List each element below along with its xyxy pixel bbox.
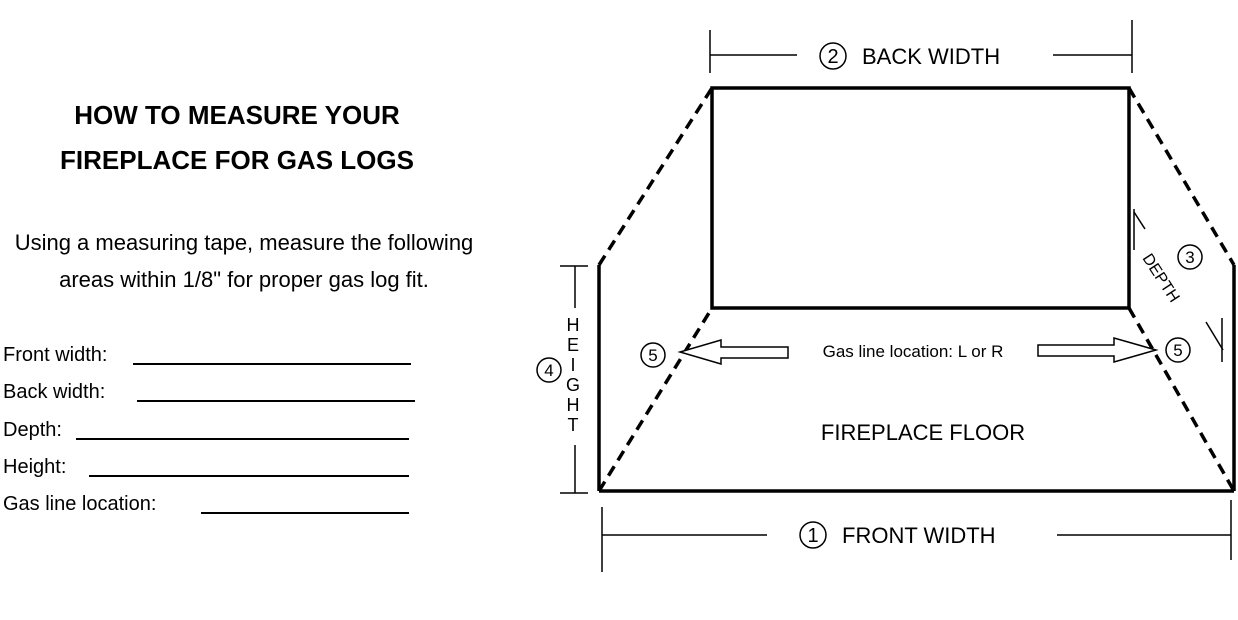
back-width-blank[interactable] xyxy=(137,400,415,402)
instructions-line-2: areas within 1/8" for proper gas log fit… xyxy=(59,267,429,292)
front-width-number-circle xyxy=(799,521,827,549)
depth-number-circle xyxy=(1177,244,1203,270)
gas-line-right-number: 5 xyxy=(1173,341,1182,360)
height-letter: G xyxy=(566,375,580,395)
gas-line-right-number-circle xyxy=(1165,337,1191,363)
gas-line-left-arrow-icon xyxy=(677,338,789,366)
gas-line-right-arrow-icon xyxy=(1037,337,1159,363)
back-width-label: Back width: xyxy=(3,381,106,403)
height-number-circle xyxy=(536,357,562,383)
front-width-blank[interactable] xyxy=(133,363,411,365)
depth-number: 3 xyxy=(1185,248,1194,267)
fireplace-floor-label: FIREPLACE FLOOR xyxy=(821,420,1025,445)
height-label: Height: xyxy=(3,456,67,478)
height-letter: T xyxy=(568,415,579,435)
depth-dimension xyxy=(1133,209,1224,362)
gas-line-location-field[interactable]: Gas line location: xyxy=(3,491,409,517)
gas-line-left-number-circle xyxy=(640,342,666,368)
left-floor-dashed-edge xyxy=(597,307,714,492)
page-title-line-1: HOW TO MEASURE YOUR xyxy=(74,100,400,130)
front-width-number: 1 xyxy=(807,525,818,547)
right-floor-dashed-edge xyxy=(1127,307,1236,492)
height-letter: E xyxy=(567,335,579,355)
depth-label: Depth: xyxy=(3,419,62,441)
page-title-line-2: FIREPLACE FOR GAS LOGS xyxy=(60,145,414,175)
height-blank[interactable] xyxy=(89,475,409,477)
instructions: Using a measuring tape, measure the foll… xyxy=(0,224,500,298)
right-top-dashed-edge xyxy=(1127,87,1236,266)
depth-field[interactable]: Depth: xyxy=(3,417,409,443)
front-width-dimension xyxy=(601,500,1232,572)
gas-line-location-label: Gas line location: xyxy=(3,493,157,515)
height-number: 4 xyxy=(544,361,553,380)
height-dimension xyxy=(560,265,588,494)
gas-line-location-blank[interactable] xyxy=(201,512,409,514)
front-width-field[interactable]: Front width: xyxy=(3,342,411,368)
depth-blank[interactable] xyxy=(76,438,409,440)
height-letter: H xyxy=(567,315,580,335)
height-letter: H xyxy=(567,395,580,415)
back-width-label: BACK WIDTH xyxy=(862,44,1000,69)
back-wall xyxy=(710,86,1131,310)
left-top-dashed-edge xyxy=(597,87,714,266)
front-width-label: FRONT WIDTH xyxy=(842,523,996,548)
depth-label: DEPTH xyxy=(1139,251,1183,306)
back-width-number-circle xyxy=(819,42,847,70)
height-letter: I xyxy=(570,355,575,375)
back-width-number: 2 xyxy=(827,46,838,68)
instructions-line-1: Using a measuring tape, measure the foll… xyxy=(14,230,474,255)
gas-line-location-callout: Gas line location: L or R xyxy=(823,342,1004,361)
back-width-field[interactable]: Back width: xyxy=(3,379,415,405)
height-field[interactable]: Height: xyxy=(3,454,409,480)
back-width-dimension xyxy=(709,20,1133,73)
front-width-label: Front width: xyxy=(3,344,108,366)
gas-line-left-number: 5 xyxy=(648,346,657,365)
